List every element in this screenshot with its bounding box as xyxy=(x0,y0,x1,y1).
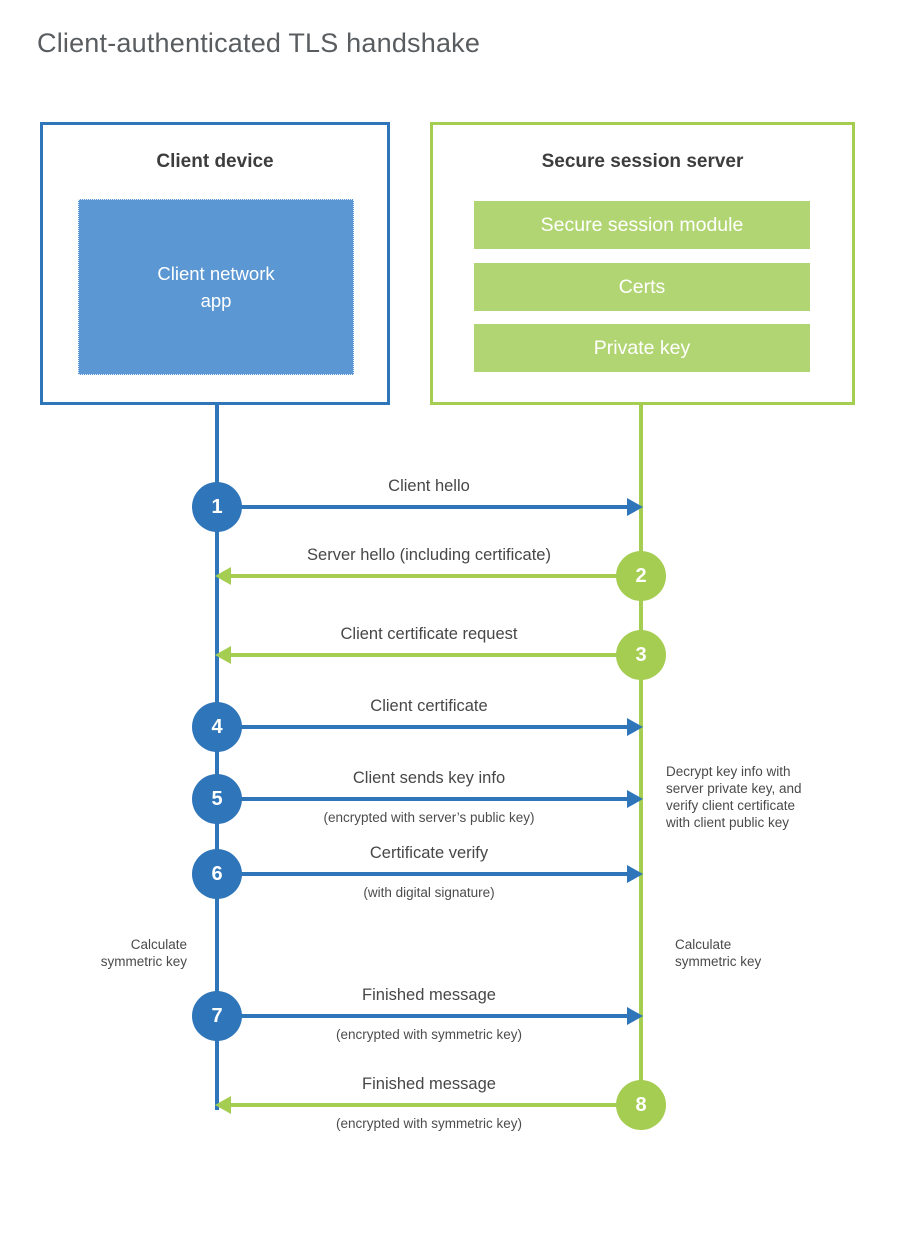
step-7-sublabel: (encrypted with symmetric key) xyxy=(335,1027,523,1042)
step-7-label: Finished message xyxy=(362,986,496,1004)
step-4-arrow-line xyxy=(217,725,629,729)
client-network-app-label: Client network app xyxy=(157,263,275,311)
step-7-arrowhead-icon xyxy=(627,1007,643,1025)
step-8-label: Finished message xyxy=(362,1075,496,1093)
decrypt-note-line: server private key, and xyxy=(666,781,802,796)
calc-note-line: symmetric key xyxy=(100,953,187,969)
step-3-arrowhead-icon xyxy=(215,646,231,664)
step-4-circle: 4 xyxy=(192,702,242,752)
step-3-circle: 3 xyxy=(616,630,666,680)
module-bar-private-key: Private key xyxy=(474,324,810,372)
step-6-arrow-line xyxy=(217,872,629,876)
step-2-arrowhead-icon xyxy=(215,567,231,585)
step-6-sublabel: (with digital signature) xyxy=(363,885,495,900)
step-1-label: Client hello xyxy=(388,477,470,495)
step-4-arrowhead-icon xyxy=(627,718,643,736)
page-title: Client-authenticated TLS handshake xyxy=(37,28,481,58)
server-lifeline xyxy=(639,405,643,1105)
step-6-arrowhead-icon xyxy=(627,865,643,883)
calc-note-line: Calculate xyxy=(130,937,187,952)
calc-note-line: Calculate xyxy=(675,937,732,952)
step-8-sublabel: (encrypted with symmetric key) xyxy=(335,1116,523,1131)
step-8-arrowhead-icon xyxy=(215,1096,231,1114)
step-5-label: Client sends key info xyxy=(352,769,506,787)
step-5-sublabel: (encrypted with server’s public key) xyxy=(323,810,535,825)
step-1-arrow-line xyxy=(217,505,629,509)
step-2-label: Server hello (including certificate) xyxy=(307,546,551,564)
step-5-arrowhead-icon xyxy=(627,790,643,808)
step-2-arrow-line xyxy=(229,574,641,578)
step-5-arrow-line xyxy=(217,797,629,801)
step-8-arrow-line xyxy=(229,1103,641,1107)
step-5-circle: 5 xyxy=(192,774,242,824)
step-1-arrowhead-icon xyxy=(627,498,643,516)
calc-note-line: symmetric key xyxy=(675,953,762,969)
decrypt-note-line: with client public key xyxy=(666,815,790,830)
server-title: Secure session server xyxy=(541,151,744,172)
step-8-circle: 8 xyxy=(616,1080,666,1130)
step-6-label: Certificate verify xyxy=(369,844,489,862)
step-3-arrow-line xyxy=(229,653,641,657)
step-7-circle: 7 xyxy=(192,991,242,1041)
step-4-label: Client certificate xyxy=(370,697,488,715)
step-2-circle: 2 xyxy=(616,551,666,601)
module-bar-secure-session-module: Secure session module xyxy=(474,201,810,249)
calc-symmetric-key-note-server: Calculate symmetric key xyxy=(675,937,835,970)
client-device-title: Client device xyxy=(156,151,274,172)
decrypt-note: Decrypt key info with server private key… xyxy=(666,763,841,831)
client-lifeline xyxy=(215,405,219,1110)
module-bar-certs: Certs xyxy=(474,263,810,311)
step-7-arrow-line xyxy=(217,1014,629,1018)
calc-symmetric-key-note-client: Calculate symmetric key xyxy=(27,937,187,970)
step-6-circle: 6 xyxy=(192,849,242,899)
step-1-circle: 1 xyxy=(192,482,242,532)
decrypt-note-line: Decrypt key info with xyxy=(666,764,791,779)
step-3-label: Client certificate request xyxy=(340,625,518,643)
client-network-app-box: Client network app xyxy=(78,199,354,375)
decrypt-note-line: verify client certificate xyxy=(666,798,796,813)
